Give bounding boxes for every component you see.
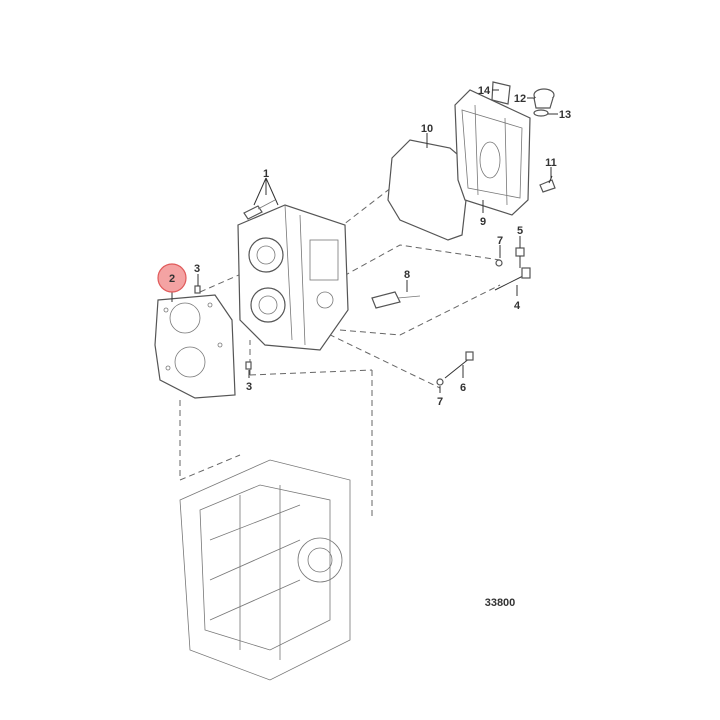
callout-4[interactable]: 4 — [514, 300, 521, 312]
callout-13[interactable]: 13 — [559, 109, 571, 121]
callout-6[interactable]: 6 — [460, 382, 466, 394]
cover-gasket — [387, 139, 471, 241]
stud-bolt — [444, 351, 474, 379]
spark-plug — [371, 291, 421, 309]
engine-block — [179, 459, 351, 681]
callout-12[interactable]: 12 — [514, 93, 526, 105]
long-bolt — [494, 267, 531, 291]
callout-1[interactable]: 1 — [263, 168, 269, 180]
washer-upper — [495, 259, 503, 267]
decal — [491, 81, 511, 105]
callout-3[interactable]: 3 — [246, 381, 252, 393]
callout-7[interactable]: 7 — [497, 235, 503, 247]
callout-9[interactable]: 9 — [480, 216, 486, 228]
callout-10[interactable]: 10 — [421, 123, 433, 135]
figure-number: 33800 — [485, 597, 516, 609]
callout-7[interactable]: 7 — [437, 396, 443, 408]
highlight-circle[interactable] — [157, 263, 187, 293]
callout-8[interactable]: 8 — [404, 269, 410, 281]
bolt — [515, 247, 525, 268]
head-bolt — [243, 199, 276, 220]
callout-11[interactable]: 11 — [545, 157, 557, 169]
callout-14[interactable]: 14 — [478, 85, 491, 97]
head-gasket — [154, 294, 236, 399]
o-ring — [533, 109, 549, 117]
callout-2[interactable]: 2 — [169, 273, 175, 285]
callout-3[interactable]: 3 — [194, 263, 200, 275]
washer-lower — [436, 378, 444, 386]
oil-filler-cap — [533, 88, 555, 109]
cover-bolt — [539, 175, 556, 193]
cylinder-head — [237, 204, 349, 351]
valve-cover — [454, 89, 531, 216]
dowel-pin-upper — [194, 285, 201, 294]
leader-lines — [171, 89, 558, 393]
dowel-pin-lower — [245, 361, 252, 370]
callout-5[interactable]: 5 — [517, 225, 523, 237]
